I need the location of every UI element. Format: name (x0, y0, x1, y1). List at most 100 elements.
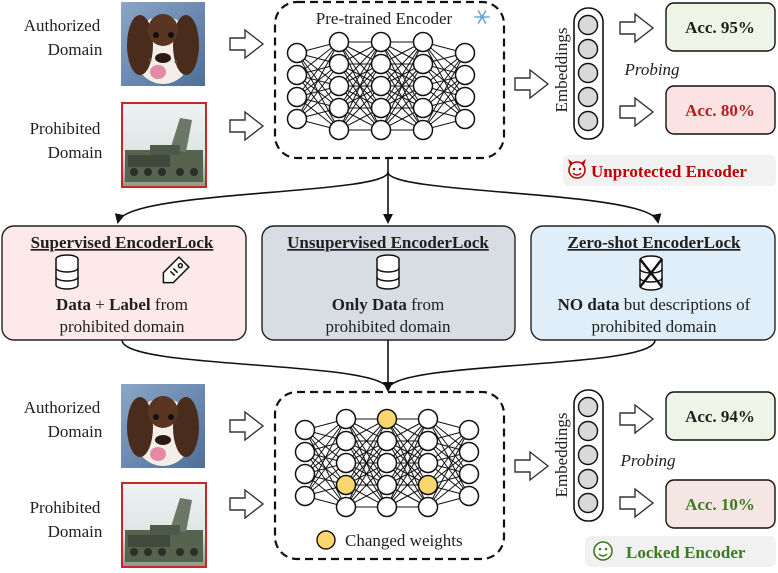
connectors (114, 158, 662, 392)
block-arrow-icon (229, 28, 265, 60)
unprotected-encoder-label: Unprotected Encoder (591, 162, 747, 181)
locked-encoder-box (273, 390, 506, 561)
acc-prohibited-box-bottom (665, 479, 776, 529)
network-node (376, 430, 398, 452)
smile-face-icon (593, 541, 613, 561)
changed-weight-node (417, 474, 439, 496)
embedding-cell (577, 396, 599, 418)
network-node (458, 419, 480, 441)
zeroshot-encoderlock-box: Zero-shot EncoderLock NO data but descri… (530, 225, 776, 341)
network-edge (380, 41, 424, 109)
network-node (286, 86, 308, 108)
top-section: Authorized Domain Prohibited Domain (24, 0, 776, 188)
acc-authorized-value-bottom: Acc. 94% (685, 407, 755, 426)
block-arrow-icon (619, 12, 655, 44)
devil-face-icon (568, 159, 586, 179)
label-tag-icon (162, 256, 190, 284)
embedding-cell (577, 420, 599, 442)
network-edge (296, 63, 340, 120)
network-node (370, 75, 392, 97)
embeddings-label: Embeddings (552, 28, 571, 113)
supervised-data-word: Data (56, 295, 91, 314)
snowflake-icon (474, 10, 490, 24)
network-edge (380, 63, 424, 131)
bottom-section: Authorized Domain Prohibited Domain (24, 384, 776, 568)
network-node (294, 419, 316, 441)
block-arrow-icon (619, 96, 655, 128)
network-edge (427, 451, 470, 508)
embedding-cell (577, 468, 599, 490)
network-node (286, 108, 308, 130)
network-node (370, 119, 392, 141)
network-node (417, 452, 439, 474)
network-node (335, 430, 357, 452)
supervised-line2: prohibited domain (59, 317, 185, 336)
locked-encoder-label: Locked Encoder (626, 543, 746, 562)
network-node (328, 31, 350, 53)
network-edge (422, 74, 466, 131)
embedding-cell (577, 492, 599, 514)
zeroshot-title: Zero-shot EncoderLock (568, 233, 742, 252)
network-node (454, 42, 476, 64)
network-node (294, 463, 316, 485)
unsupervised-from: from (407, 295, 444, 314)
network-edge (422, 52, 466, 109)
network-node (412, 97, 434, 119)
prohibited-domain-label-line2-bottom: Domain (48, 522, 103, 541)
network-node (335, 452, 357, 474)
locked-encoder-badge (585, 536, 776, 567)
network-node (412, 53, 434, 75)
acc-authorized-value: Acc. 95% (685, 18, 755, 37)
supervised-from: from (151, 295, 188, 314)
network-node (454, 108, 476, 130)
network-node (370, 31, 392, 53)
network-edge (427, 429, 470, 508)
acc-prohibited-value-bottom: Acc. 10% (685, 495, 755, 514)
authorized-domain-label-line2: Domain (48, 40, 103, 59)
acc-authorized-box-bottom (665, 391, 776, 441)
network-node (454, 86, 476, 108)
network-node (412, 75, 434, 97)
changed-weights-legend-label: Changed weights (345, 531, 463, 550)
probing-label-bottom: Probing (619, 451, 675, 470)
embedding-cells (577, 14, 599, 132)
network-node (412, 31, 434, 53)
changed-weight-node (376, 408, 398, 430)
block-arrow-icon (229, 410, 265, 442)
block-arrow-icon (514, 450, 550, 482)
network-edge (345, 440, 388, 508)
embedding-cell (577, 38, 599, 60)
zeroshot-descriptions: but descriptions of (620, 295, 751, 314)
supervised-encoderlock-box: Supervised EncoderLock Data + Label from… (1, 225, 247, 341)
network-node (328, 119, 350, 141)
changed-weight-legend-swatch (316, 530, 336, 550)
network-node (328, 75, 350, 97)
block-arrow-icon (514, 68, 550, 100)
network-node (328, 97, 350, 119)
prohibited-domain-label-line2: Domain (48, 143, 103, 162)
supervised-plus: + (91, 295, 109, 314)
embedding-cell (577, 110, 599, 132)
network-edge (304, 418, 347, 475)
network-edge (304, 418, 347, 497)
unsupervised-title: Unsupervised EncoderLock (287, 233, 489, 252)
network-node (458, 463, 480, 485)
military-vehicle-photo (121, 482, 207, 568)
network-edge (296, 41, 340, 98)
embedding-cell (577, 14, 599, 36)
network-node (458, 441, 480, 463)
network-edge (386, 440, 429, 508)
top-network (286, 31, 476, 141)
block-arrow-icon (229, 110, 265, 142)
bottom-network (294, 408, 480, 518)
unsupervised-encoderlock-box: Unsupervised EncoderLock Only Data from … (261, 225, 516, 341)
zeroshot-no-data: NO data (558, 295, 620, 314)
network-node (454, 64, 476, 86)
network-node (286, 42, 308, 64)
unsupervised-only-data: Only Data (332, 295, 408, 314)
dog-photo (121, 2, 205, 86)
network-node (335, 496, 357, 518)
changed-weight-node (335, 474, 357, 496)
block-arrow-icon (619, 487, 655, 519)
